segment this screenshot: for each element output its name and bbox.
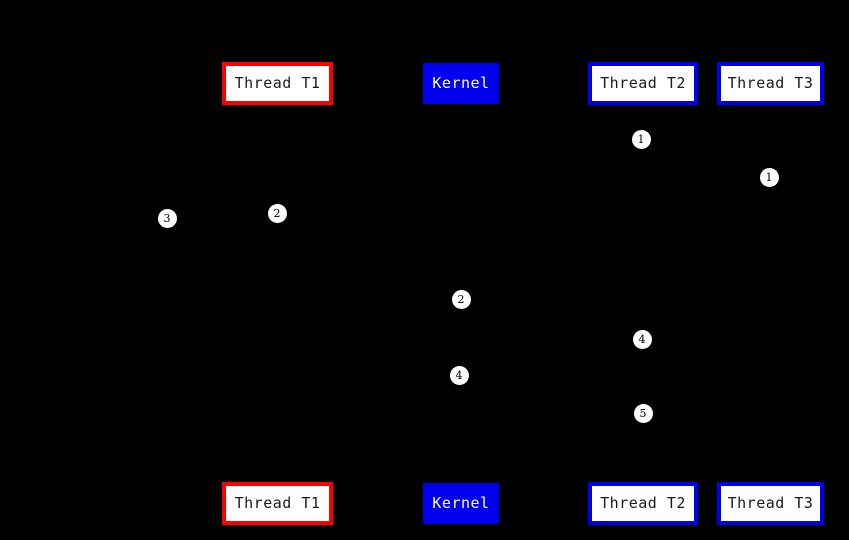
step-marker-m7: 4	[449, 365, 469, 385]
participant-label: Thread T2	[600, 494, 686, 512]
participant-label: Thread T3	[727, 74, 814, 92]
participant-box-t3-top: Thread T3	[717, 62, 824, 105]
participant-label: Thread T3	[727, 494, 814, 512]
step-marker-m5: 2	[451, 289, 471, 309]
lifeline-t1	[276, 105, 279, 482]
step-marker-m6: 4	[632, 329, 652, 349]
participant-label: Kernel	[432, 74, 490, 92]
participant-box-t2-top: Thread T2	[588, 62, 698, 105]
participant-box-t2-bottom: Thread T2	[588, 482, 698, 525]
lifeline-t2	[642, 105, 644, 482]
step-marker-m3: 3	[157, 208, 177, 228]
participant-label: Thread T1	[234, 74, 321, 92]
step-marker-m4: 2	[267, 203, 287, 223]
participant-box-kernel-top: Kernel	[423, 63, 499, 104]
participant-box-t3-bottom: Thread T3	[717, 482, 824, 525]
step-marker-m1: 1	[631, 129, 651, 149]
lifeline-t3	[769, 105, 772, 482]
participant-label: Kernel	[432, 494, 490, 512]
participant-box-t1-top: Thread T1	[222, 62, 333, 105]
participant-label: Thread T2	[600, 74, 686, 92]
participant-box-kernel-bottom: Kernel	[423, 483, 499, 524]
step-marker-m8: 5	[633, 403, 653, 423]
participant-box-t1-bottom: Thread T1	[222, 482, 333, 525]
step-marker-m2: 1	[759, 167, 779, 187]
participant-label: Thread T1	[234, 494, 321, 512]
